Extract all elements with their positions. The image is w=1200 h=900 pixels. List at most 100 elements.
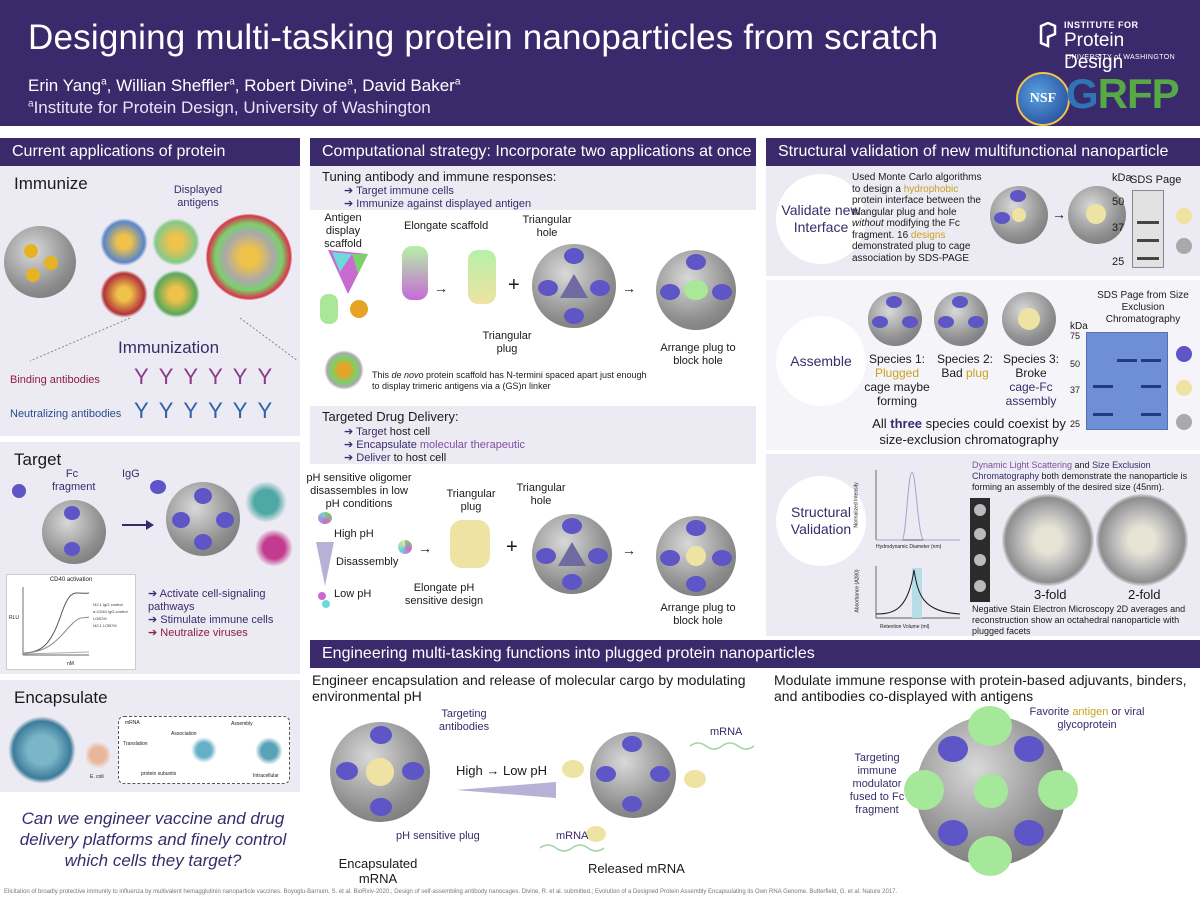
tuning-bullets: Target immune cells Immunize against dis…: [344, 185, 531, 211]
dls-plot: [875, 470, 960, 541]
right-section-bar: Structural validation of new multifuncti…: [766, 138, 1200, 166]
antibody-icon: Y: [134, 398, 159, 423]
high-ph-label: High pH: [334, 528, 374, 540]
arrow-icon: →: [622, 280, 636, 296]
igg-image: [150, 480, 166, 494]
antibody-icon: Y: [134, 364, 159, 389]
released-plug-image: [562, 760, 584, 778]
scaffold-note: This de novo protein scaffold has N-term…: [372, 370, 647, 391]
triangular-plug-label: Triangular plug: [482, 330, 532, 355]
encapsulated-cage-image: [330, 722, 430, 822]
nsf-logo: NSF: [1016, 72, 1070, 126]
virus-image: [254, 530, 294, 566]
drug-heading: Targeted Drug Delivery:: [322, 409, 459, 424]
target-panel: Target Fc fragment IgG CD40 activation R…: [0, 442, 300, 674]
species1-label: Species 1: Plugged cage maybe forming: [864, 352, 930, 408]
sds-title: SDS Page: [1130, 174, 1182, 186]
target-bullets: Activate cell-signaling pathways Stimula…: [148, 588, 298, 640]
encapsulation-heading: Engineer encapsulation and release of mo…: [312, 672, 746, 704]
targeting-antibodies-label: Targeting antibodies: [438, 708, 490, 733]
ecoli-image: [86, 740, 110, 770]
low-ph-label: Low pH: [334, 588, 372, 600]
antibody-icon: Y: [183, 398, 209, 423]
connector-lines: [29, 317, 299, 362]
immunize-panel: Immunize Displayed antigens Immunization…: [0, 166, 300, 436]
research-question: Can we engineer vaccine and drug deliver…: [19, 809, 287, 870]
antigen-display-scaffold-label: Antigen display scaffold: [324, 212, 362, 250]
plugged-cage-image: [656, 516, 736, 596]
tuning-header-panel: Tuning antibody and immune responses: Ta…: [310, 166, 756, 210]
antibody-icon: Y: [232, 398, 258, 423]
arrow-icon: →: [622, 542, 636, 558]
species1-image: [868, 292, 922, 346]
sec-plot: [875, 566, 961, 619]
antibody-icon: Y: [257, 398, 283, 423]
triangular-plug-label: Triangular plug: [446, 488, 496, 513]
threefold-reconstruction: [1002, 494, 1094, 586]
author-name: Robert Divine: [244, 76, 348, 95]
plus-sign: +: [508, 274, 520, 296]
antibody-icon: Y: [183, 364, 209, 389]
released-cage-image: [590, 732, 676, 818]
released-mrna-label: Released mRNA: [588, 861, 685, 876]
encapsulate-heading: Encapsulate: [14, 688, 108, 707]
ph-oligomer-label: pH sensitive oligomer disassembles in lo…: [306, 472, 412, 510]
antibody-icon: Y: [158, 398, 184, 423]
chart-title: CD40 activation: [49, 577, 93, 583]
author-name: David Baker: [362, 76, 455, 95]
assemble-circle: Assemble: [776, 316, 866, 406]
cage-hole-image: [532, 244, 616, 328]
poster-header: Designing multi-tasking protein nanopart…: [0, 0, 1200, 126]
plus-sign: +: [506, 536, 518, 558]
ph-plug-label: pH sensitive plug: [396, 830, 480, 842]
neutralizing-antibodies-label: Neutralizing antibodies: [10, 408, 122, 420]
drug-header-panel: Targeted Drug Delivery: Target host cell…: [310, 406, 756, 464]
tuning-heading: Tuning antibody and immune responses:: [322, 169, 557, 184]
cd40-chart: CD40 activation RLU nM I42.1 IgG control…: [6, 574, 136, 670]
fc-fragment-label: Fc fragment: [52, 468, 96, 493]
displayed-antigens-label: Displayed antigens: [173, 184, 223, 209]
middle-section-bar: Computational strategy: Incorporate two …: [310, 138, 756, 166]
em-class-averages: [970, 498, 990, 602]
author-name: Willian Sheffler: [116, 76, 230, 95]
drug-bullets: Target host cell Encapsulate molecular t…: [344, 426, 525, 465]
nsem-text: Negative Stain Electron Microscopy 2D av…: [972, 604, 1186, 636]
igg-label: IgG: [122, 468, 140, 480]
citations: Elicitation of broadly protective immuni…: [4, 889, 898, 895]
chart-legend: I42.1 IgG control α-CD40 IgG control LOB…: [93, 602, 128, 628]
arrow-icon: →: [434, 280, 448, 296]
ph-gradient-wedge: [456, 782, 556, 798]
virus-image: [244, 482, 288, 522]
oligomer-icon: [318, 512, 332, 524]
fc-fragment-image: [12, 484, 26, 498]
threefold-label: 3-fold: [1034, 587, 1067, 602]
author-list: Erin Yanga, Willian Shefflera, Robert Di…: [28, 76, 461, 95]
species3-label: Species 3: Broke cage-Fc assembly: [1002, 352, 1060, 408]
arrow-icon: [122, 524, 150, 526]
species2-image: [934, 292, 988, 346]
affiliation: aInstitute for Protein Design, Universit…: [28, 98, 431, 117]
ipd-logo-mark-icon: [1039, 22, 1057, 48]
released-plug-image: [684, 770, 706, 788]
plugged-cage-image: [656, 250, 736, 330]
coexist-text: All three species could coexist by size-…: [872, 416, 1066, 447]
encapsulate-panel: Encapsulate mRNA Translation Association…: [0, 680, 300, 792]
codisplay-cage-image: [904, 706, 1078, 876]
antigen-np-image: [152, 270, 200, 318]
chart-plot: [22, 587, 90, 656]
cage-hole-image: [532, 514, 612, 594]
sec-gel-image: [1086, 332, 1168, 430]
drug-figure: pH sensitive oligomer disassembles in lo…: [306, 466, 756, 636]
mosaic-np-image: [206, 214, 292, 300]
scaffold-image: [328, 250, 368, 294]
nanoparticle-image: [4, 226, 76, 298]
mrna-strand-icon: [690, 742, 755, 750]
favorite-antigen-label: Favorite antigen or viral glycoprotein: [1029, 706, 1145, 731]
plugged-cage-image: [990, 186, 1048, 244]
species3-image: [1002, 292, 1056, 346]
validate-text: Used Monte Carlo algorithms to design a …: [852, 172, 982, 264]
encapsulated-mrna-label: Encapsulated mRNA: [338, 856, 418, 886]
mrna-label: mRNA: [710, 726, 743, 738]
sds-kda-label: kDa: [1112, 172, 1132, 184]
left-section-bar: Current applications of protein nanopart…: [0, 138, 300, 188]
